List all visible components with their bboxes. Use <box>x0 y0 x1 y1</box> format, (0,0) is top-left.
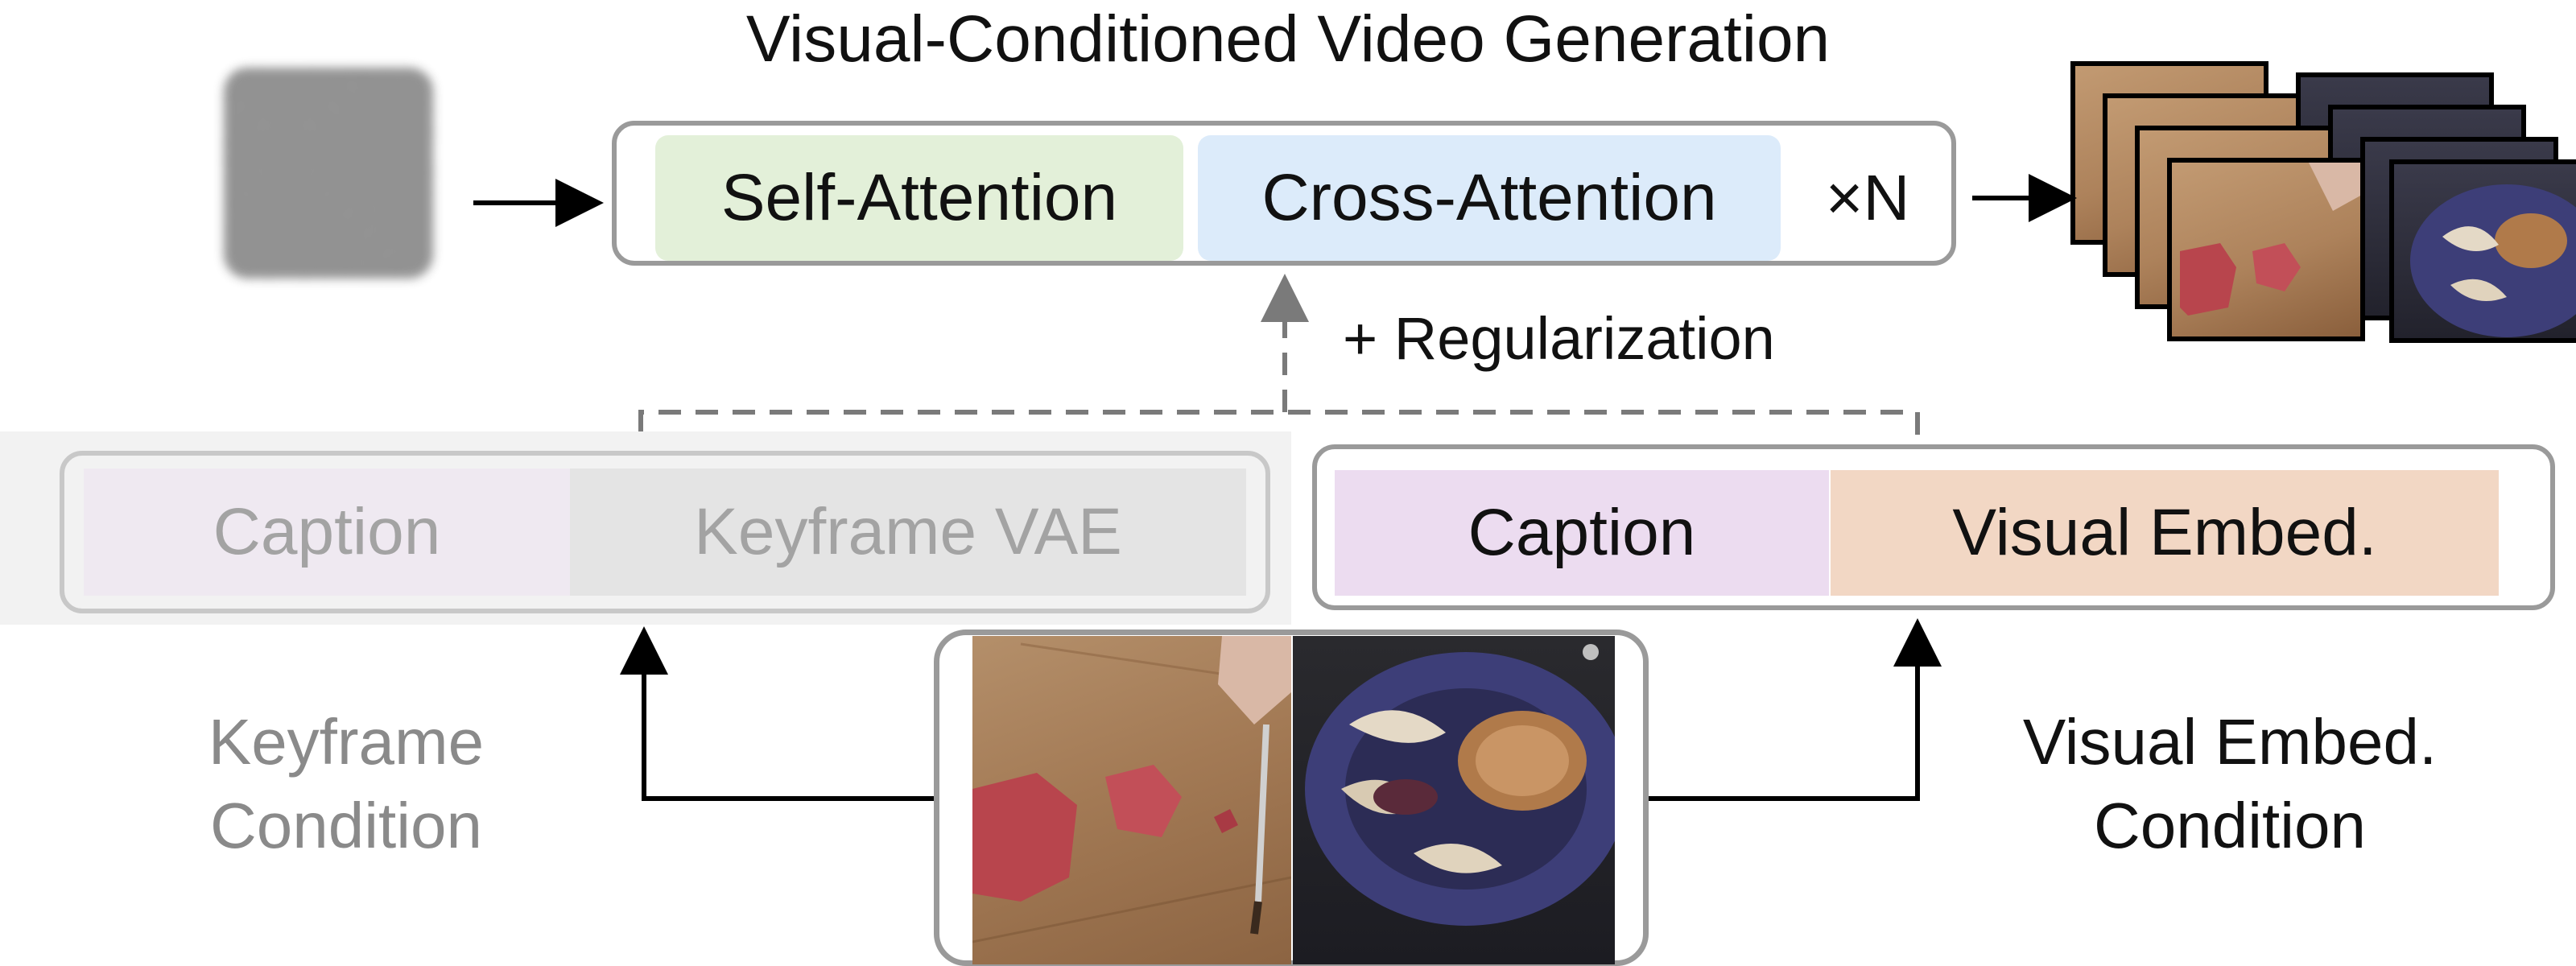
output-pan-frame <box>2389 159 2576 343</box>
repeat-count: ×N <box>1825 162 1910 233</box>
noise-latent-icon <box>224 68 433 279</box>
diagram-title: Visual-Conditioned Video Generation <box>745 2 1831 76</box>
output-board-frame <box>2167 158 2365 341</box>
pan-illustration <box>1305 644 1615 926</box>
visual-embed-cell: Visual Embed. <box>1831 470 2499 596</box>
visual-embed-caption-cell: Caption <box>1335 470 1829 596</box>
regularization-dashed-connector <box>638 410 1920 444</box>
input-keyframes-image <box>972 636 1291 964</box>
cutting-board-illustration <box>972 636 1291 943</box>
input-pan-image <box>1293 636 1615 964</box>
keyframe-condition-block <box>60 451 1270 613</box>
input-to-keyframe-arrow <box>620 626 934 801</box>
keyframe-condition-line2: Condition <box>209 790 482 861</box>
keyframe-caption-cell: Caption <box>84 469 570 596</box>
keyframe-condition-label: Keyframe Condition <box>129 700 564 868</box>
visual-embed-condition-label: Visual Embed. Condition <box>1948 700 2512 868</box>
visual-embed-condition-line2: Condition <box>2093 790 2366 861</box>
visual-embed-condition-line1: Visual Embed. <box>2022 706 2438 778</box>
keyframe-vae-cell: Keyframe VAE <box>570 469 1246 596</box>
regularization-label: + Regularization <box>1343 305 1775 372</box>
cross-attention-layer: Cross-Attention <box>1198 135 1781 261</box>
keyframe-condition-line1: Keyframe <box>208 706 485 778</box>
self-attention-layer: Self-Attention <box>655 135 1183 261</box>
input-to-visual-embed-arrow <box>1649 618 1942 801</box>
